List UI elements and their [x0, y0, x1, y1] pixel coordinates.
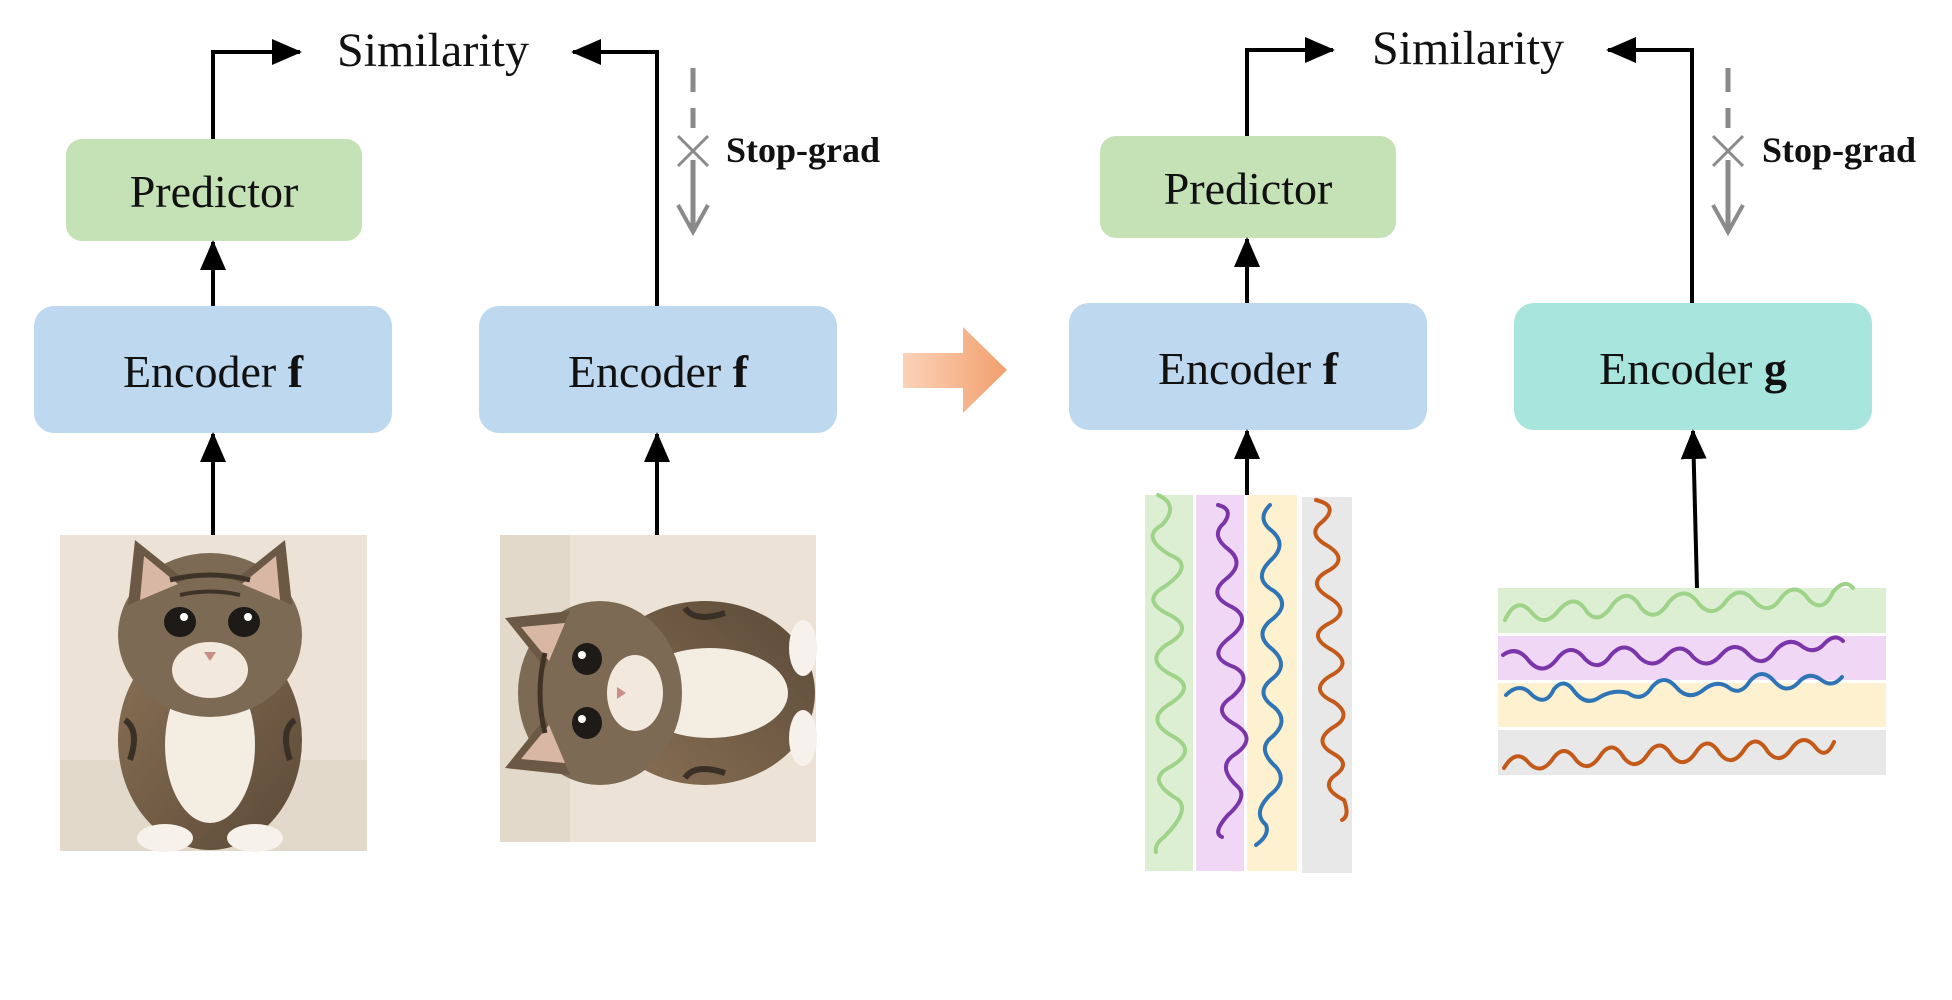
right-predictor-to-similarity-arrow: [1245, 37, 1335, 137]
left-stop-grad-indicator: [676, 68, 710, 237]
right-encoder-target-label: Encoder g: [1599, 343, 1787, 394]
transition-arrow-icon: [903, 327, 1007, 413]
right-panel: Similarity Stop-grad Predictor Encoder f…: [1069, 22, 1916, 873]
right-encoder-online-box: [1069, 303, 1427, 430]
left-stop-grad-arrow-icon: [676, 204, 710, 237]
left-similarity-label: Similarity: [337, 24, 529, 77]
left-encoder-target-label: Encoder f: [568, 346, 749, 397]
right-encoder-online-label: Encoder f: [1158, 343, 1339, 394]
left-predictor-to-similarity-arrow: [211, 39, 302, 140]
right-stop-grad-label: Stop-grad: [1762, 130, 1916, 170]
kitten-photo-rotated-icon: [500, 535, 817, 842]
left-predictor-box: [66, 139, 362, 241]
right-predictor-label: Predictor: [1164, 163, 1333, 214]
kitten-photo-icon: [60, 535, 367, 852]
right-stop-grad-x-icon: [1711, 134, 1745, 168]
right-predictor-box: [1100, 136, 1396, 238]
left-target-to-similarity-arrow: [571, 39, 659, 306]
right-target-to-similarity-arrow: [1606, 37, 1694, 303]
left-encoder-online-label: Encoder f: [123, 346, 304, 397]
time-series-vertical-icon: [1145, 493, 1352, 873]
left-stop-grad-x-icon: [676, 134, 710, 168]
time-series-horizontal-icon: [1498, 581, 1886, 775]
right-stop-grad-arrow-icon: [1711, 204, 1745, 237]
left-encoder-online-box: [34, 306, 392, 433]
right-stop-grad-indicator: [1711, 68, 1745, 237]
left-stop-grad-label: Stop-grad: [726, 130, 880, 170]
right-horizontal-signals-to-encoder-arrow: [1680, 429, 1707, 589]
left-predictor-label: Predictor: [130, 166, 299, 217]
left-panel: Similarity Stop-grad Predictor Encoder f…: [34, 24, 880, 852]
left-encoder-target-box: [479, 306, 837, 433]
right-encoder-target-box: [1514, 303, 1872, 430]
right-similarity-label: Similarity: [1372, 22, 1564, 75]
